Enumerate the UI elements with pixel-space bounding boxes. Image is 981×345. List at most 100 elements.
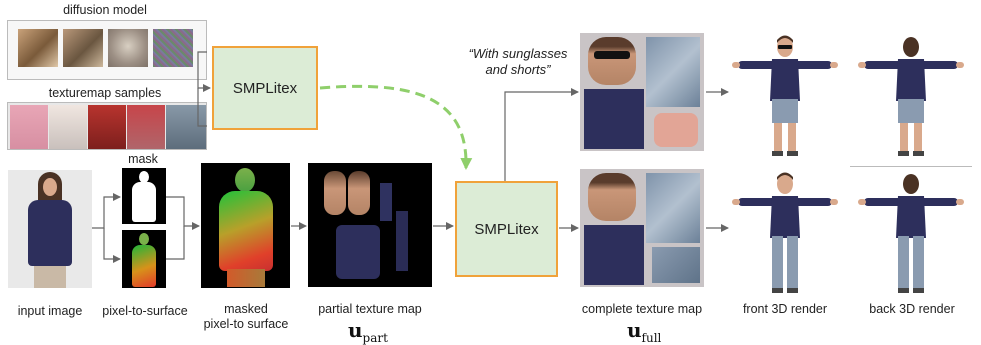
- figure-left-leg: [898, 236, 909, 290]
- figure-right-hand: [830, 62, 838, 68]
- renders-divider: [850, 166, 972, 167]
- mask-silhouette-head: [139, 171, 149, 183]
- figure-right-shoe: [913, 151, 924, 156]
- partial-shirt: [336, 225, 380, 279]
- input-person-legs: [34, 266, 66, 288]
- partial-sleeve-2: [396, 211, 408, 271]
- figure-right-leg: [914, 123, 922, 153]
- partial-sleeve-1: [380, 183, 392, 221]
- texture-sample-5: [166, 105, 206, 149]
- smplitex-box-top: SMPLitex: [212, 46, 318, 130]
- diffusion-step-3: [108, 29, 148, 67]
- text-prompt: “With sunglasses and shorts”: [458, 46, 578, 78]
- figure-right-hand: [956, 199, 964, 205]
- figure-left-shoe: [898, 151, 909, 156]
- diffusion-step-2: [63, 29, 103, 67]
- partial-texture-map-label: partial texture map: [318, 302, 422, 316]
- figure-left-leg: [774, 123, 782, 153]
- figure-left-leg: [900, 123, 908, 153]
- diffusion-step-4: [153, 29, 193, 67]
- figure-right-leg: [787, 236, 798, 290]
- texturemap-samples-strip: [7, 102, 207, 150]
- figure-hair: [777, 35, 793, 43]
- complete-jeans-2: [652, 247, 700, 283]
- edited-shorts: [646, 37, 700, 107]
- figure-hair: [777, 172, 793, 180]
- texturemap-samples-label: texturemap samples: [48, 86, 162, 100]
- pixel-to-surface-label: pixel-to-surface: [102, 304, 188, 318]
- arrow-smplitex-to-edited: [504, 88, 579, 181]
- figure-right-hand: [956, 62, 964, 68]
- pixel-to-surface-image: [122, 230, 166, 288]
- text-prompt-line2: and shorts”: [485, 62, 551, 77]
- front-render-label: front 3D render: [742, 302, 828, 316]
- partial-texture-map: [308, 163, 432, 287]
- figure-torso: [896, 59, 926, 101]
- figure-left-hand: [858, 199, 866, 205]
- figure-left-shoe: [898, 288, 909, 293]
- figure-head: [903, 37, 919, 57]
- figure-svg: [858, 37, 964, 156]
- back-render-edited: [856, 35, 966, 157]
- arrow-p2s-merge: [166, 226, 185, 260]
- complete-texture-map: [580, 169, 704, 287]
- front-render: [730, 172, 840, 294]
- u-part-symbol: upart: [348, 318, 388, 345]
- figure-right-leg: [788, 123, 796, 153]
- masked-label-1: masked: [224, 302, 268, 316]
- masked-p2s-body: [219, 191, 273, 271]
- arrow-input-split: [92, 193, 121, 229]
- figure-head: [777, 174, 793, 194]
- figure-torso: [896, 196, 926, 238]
- arrow-diffusion-to-smplitex: [197, 51, 211, 92]
- partial-face-left: [324, 171, 346, 215]
- figure-left-hand: [858, 62, 866, 68]
- complete-texture-map-edited: [580, 33, 704, 151]
- text-prompt-line1: “With sunglasses: [468, 46, 568, 61]
- figure-sunglasses: [778, 45, 792, 49]
- texture-sample-2: [49, 105, 87, 149]
- figure-left-shoe: [772, 288, 783, 293]
- figure-torso: [770, 59, 800, 101]
- masked-label-2: pixel-to surface: [203, 317, 289, 331]
- figure-right-hand: [830, 199, 838, 205]
- figure-svg: [858, 174, 964, 293]
- diffusion-model-label: diffusion model: [63, 3, 147, 17]
- figure-head: [903, 174, 919, 194]
- masked-p2s-legs: [227, 269, 265, 287]
- figure-right-shoe: [787, 288, 798, 293]
- masked-p2s-image: [201, 163, 290, 288]
- edited-sunglasses: [594, 51, 630, 59]
- figure-left-hand: [732, 199, 740, 205]
- texture-sample-1: [10, 105, 48, 149]
- edited-shirt: [584, 89, 644, 149]
- u-full-symbol: ufull: [627, 318, 662, 345]
- arrow-dashed-weights: [319, 84, 473, 170]
- figure-right-leg: [913, 236, 924, 290]
- arrow-mask-merge: [166, 196, 200, 230]
- masked-p2s-head: [235, 168, 255, 192]
- mask-image: [122, 168, 166, 224]
- front-render-edited: [730, 35, 840, 157]
- figure-right-shoe: [913, 288, 924, 293]
- diffusion-model-strip: [7, 20, 207, 80]
- edited-face: [588, 37, 636, 85]
- back-render-label: back 3D render: [869, 302, 955, 316]
- figure-shorts: [772, 99, 798, 123]
- texture-sample-4: [127, 105, 165, 149]
- p2s-body: [132, 245, 156, 287]
- edited-hands: [654, 113, 698, 147]
- arrow-samples-to-smplitex: [197, 88, 207, 127]
- figure-shorts: [898, 99, 924, 123]
- figure-left-hand: [732, 62, 740, 68]
- mask-silhouette-body: [132, 182, 156, 222]
- mask-label: mask: [128, 152, 158, 166]
- arrow-input-to-p2s: [103, 228, 121, 263]
- figure-torso: [770, 196, 800, 238]
- texture-sample-3: [88, 105, 126, 149]
- input-image-label: input image: [17, 304, 83, 318]
- input-person-face: [43, 178, 57, 196]
- complete-shirt: [584, 225, 644, 285]
- input-image: [8, 170, 92, 288]
